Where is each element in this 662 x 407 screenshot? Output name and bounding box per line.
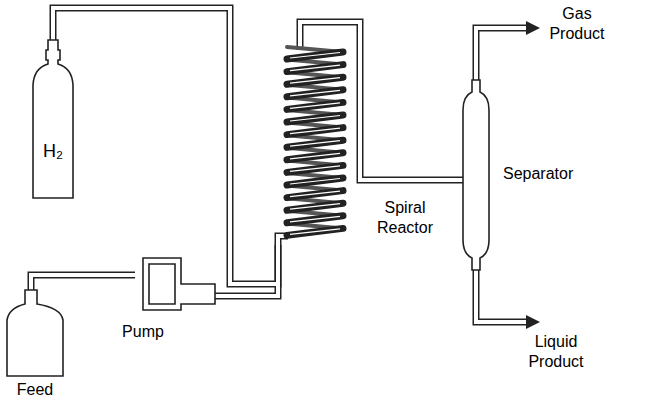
pipe [215, 245, 278, 296]
feed-bottle-outline [5, 290, 65, 378]
separator-vessel: Separator [463, 80, 489, 270]
pipe-bore [53, 8, 278, 284]
part-name: Spiral Reactor [368, 198, 442, 238]
coil-front-strand [287, 52, 343, 59]
separator-vessel-shape [463, 80, 489, 270]
node-label: H₂ [32, 140, 74, 163]
pipe-bore [31, 275, 137, 292]
pipe-bore [476, 268, 529, 322]
coil-front-strand [287, 140, 343, 147]
pipe-bore [476, 28, 529, 82]
coil-highlight [290, 153, 340, 159]
arrow-head [526, 315, 540, 329]
gas-cylinder-shape [33, 40, 73, 198]
coil-highlight [290, 78, 340, 84]
part-name: Feed [0, 380, 71, 400]
product-label: Liquid Product [520, 332, 592, 372]
pipe-wall [476, 28, 528, 80]
coil-highlight [290, 128, 340, 134]
coil-highlight [290, 191, 340, 197]
coil-front-strand [287, 216, 343, 223]
pump-outline [135, 258, 215, 318]
gas-cylinder: H₂ [32, 40, 74, 200]
coil-highlight [290, 116, 340, 122]
coil-front-strand [287, 77, 343, 84]
coil-highlight [290, 229, 340, 235]
coil-highlight [290, 141, 340, 147]
coil-front-strand [287, 115, 343, 122]
coil-highlight [290, 53, 340, 59]
feed-bottle: Feed [5, 290, 65, 378]
coil-front-strand [287, 191, 343, 198]
liquid-outlet-pipe [476, 268, 540, 329]
coil-front-strand [287, 153, 343, 160]
coil-front-strand [287, 102, 343, 109]
pipe-bore [214, 244, 279, 297]
gas-cylinder-outline [32, 40, 74, 200]
coil-highlight [290, 65, 340, 71]
spiral-reactor-outline [268, 40, 348, 245]
coil-front-strand [287, 165, 343, 172]
coil-highlight [290, 179, 340, 185]
pipe [53, 8, 278, 284]
pump: Pump [135, 258, 215, 318]
pipe [31, 275, 135, 290]
separator-vessel-outline [463, 80, 489, 270]
pipe-wall [476, 270, 528, 322]
coil-highlight [290, 216, 340, 222]
coil-highlight [290, 90, 340, 96]
pump-shape [143, 258, 215, 310]
gas-outlet-pipe [476, 21, 540, 82]
coil-highlight [290, 204, 340, 210]
coil-highlight [290, 166, 340, 172]
coil-front-strand [287, 90, 343, 97]
part-name: Separator [503, 164, 583, 184]
spiral-reactor: Spiral Reactor [268, 40, 348, 245]
coil-front-strand [287, 203, 343, 210]
coil-front-strand [287, 65, 343, 72]
part-name: Pump [113, 322, 173, 342]
arrow-head [526, 21, 540, 35]
coil-front-strand [287, 178, 343, 185]
coil-front-strand [287, 128, 343, 135]
coil-highlight [290, 103, 340, 109]
feed-bottle-shape [7, 290, 63, 376]
product-label: Gas Product [544, 4, 610, 44]
coil-windings [278, 39, 343, 246]
coil-front-strand [287, 228, 343, 235]
